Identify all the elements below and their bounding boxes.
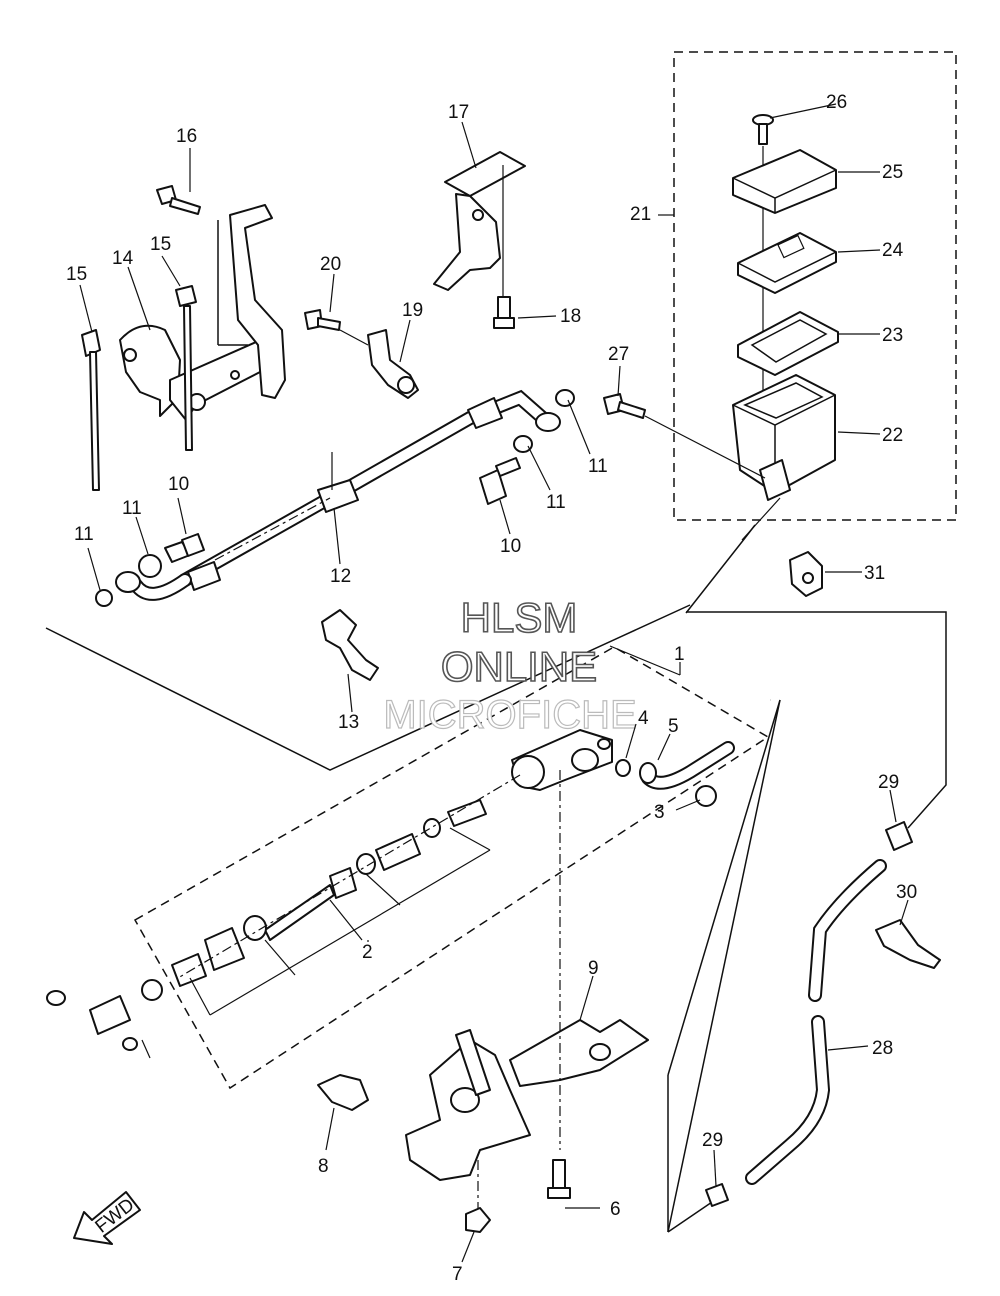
callout-7: 7 bbox=[452, 1264, 463, 1285]
plate-24 bbox=[737, 232, 837, 294]
master-cylinder-body bbox=[511, 729, 613, 791]
switch-30 bbox=[875, 919, 941, 969]
callout-10b: 10 bbox=[500, 536, 521, 557]
watermark-line2: ONLINE bbox=[441, 643, 597, 690]
clamp-29b bbox=[705, 1183, 729, 1207]
brake-hose-12 bbox=[115, 389, 561, 601]
callout-11a: 11 bbox=[74, 524, 94, 545]
cable-tie-15b bbox=[175, 285, 197, 451]
hose-fitting-5 bbox=[639, 741, 735, 790]
callout-18: 18 bbox=[560, 306, 581, 327]
callout-31: 31 bbox=[864, 563, 885, 584]
callout-11d: 11 bbox=[588, 456, 608, 477]
callout-19: 19 bbox=[402, 300, 423, 321]
hose-28-lower bbox=[745, 1015, 831, 1185]
callout-15b: 15 bbox=[150, 234, 171, 255]
washer-11a bbox=[95, 589, 113, 607]
washer-11b bbox=[138, 554, 162, 578]
callout-9: 9 bbox=[588, 958, 599, 979]
piston-kit-2 bbox=[171, 799, 487, 987]
clamp-29a bbox=[885, 821, 913, 851]
reservoir-assembly-box bbox=[673, 51, 957, 521]
master-cylinder-assembly-box bbox=[133, 646, 770, 1090]
callout-26: 26 bbox=[826, 92, 847, 113]
diaphragm-23 bbox=[737, 311, 839, 376]
hose-route-line-right bbox=[685, 524, 756, 614]
callout-labels: 1 2 3 4 5 6 7 8 9 10 10 11 11 11 11 12 1… bbox=[66, 92, 917, 1285]
fwd-arrow: FWD bbox=[73, 1191, 141, 1245]
bolt-20 bbox=[304, 309, 341, 331]
callout-17: 17 bbox=[448, 102, 469, 123]
callout-3: 3 bbox=[654, 802, 665, 823]
bolt-10a bbox=[164, 533, 205, 563]
bolt-27 bbox=[603, 393, 646, 419]
screw-26 bbox=[752, 114, 774, 145]
callout-1: 1 bbox=[674, 644, 685, 665]
callout-23: 23 bbox=[882, 325, 903, 346]
clevis-assembly bbox=[46, 979, 163, 1059]
callout-6: 6 bbox=[610, 1199, 621, 1220]
hose-route-line-ext bbox=[686, 611, 947, 829]
leader-lines bbox=[79, 103, 909, 1263]
bracket-assembly-14 bbox=[119, 204, 286, 421]
callout-11c: 11 bbox=[546, 492, 566, 513]
bolt-16 bbox=[156, 185, 201, 215]
clamp-13 bbox=[321, 609, 379, 681]
callout-22: 22 bbox=[882, 425, 903, 446]
pedal-bracket-9 bbox=[405, 1019, 649, 1181]
nut-7 bbox=[465, 1207, 491, 1233]
callout-4: 4 bbox=[638, 708, 649, 729]
bracket-17 bbox=[433, 151, 526, 296]
bolt-6 bbox=[547, 1159, 571, 1199]
callout-29a: 29 bbox=[878, 772, 899, 793]
clamp-19 bbox=[367, 329, 419, 399]
callout-29b: 29 bbox=[702, 1130, 723, 1151]
callout-20: 20 bbox=[320, 254, 341, 275]
cap-25 bbox=[732, 149, 837, 214]
o-ring-4 bbox=[615, 759, 631, 777]
hose-28-upper bbox=[808, 859, 887, 1002]
reservoir-22 bbox=[732, 374, 836, 501]
callout-8: 8 bbox=[318, 1156, 329, 1177]
clamp-8 bbox=[317, 1074, 369, 1111]
washer-11c bbox=[513, 435, 533, 453]
callout-2: 2 bbox=[362, 942, 373, 963]
callout-24: 24 bbox=[882, 240, 904, 261]
washer-11d bbox=[555, 389, 575, 407]
bolt-10b bbox=[479, 457, 521, 505]
callout-27: 27 bbox=[608, 344, 629, 365]
callout-15a: 15 bbox=[66, 264, 87, 285]
callout-14: 14 bbox=[112, 248, 134, 269]
callout-10a: 10 bbox=[168, 474, 189, 495]
callout-28: 28 bbox=[872, 1038, 893, 1059]
watermark-line3: MICROFICHE bbox=[383, 693, 636, 737]
callout-12: 12 bbox=[330, 566, 351, 587]
callout-30: 30 bbox=[896, 882, 917, 903]
callout-11b: 11 bbox=[122, 498, 142, 519]
callout-16: 16 bbox=[176, 126, 197, 147]
bolt-18 bbox=[493, 296, 515, 329]
callout-5: 5 bbox=[668, 716, 679, 737]
clip-31 bbox=[789, 551, 823, 597]
callout-13: 13 bbox=[338, 712, 359, 733]
callout-21: 21 bbox=[630, 204, 651, 225]
clip-3 bbox=[695, 785, 717, 807]
hose-route-line-left bbox=[45, 604, 691, 771]
callout-25: 25 bbox=[882, 162, 903, 183]
watermark-line1: HLSM bbox=[461, 594, 578, 641]
cable-tie-15a bbox=[81, 329, 101, 491]
